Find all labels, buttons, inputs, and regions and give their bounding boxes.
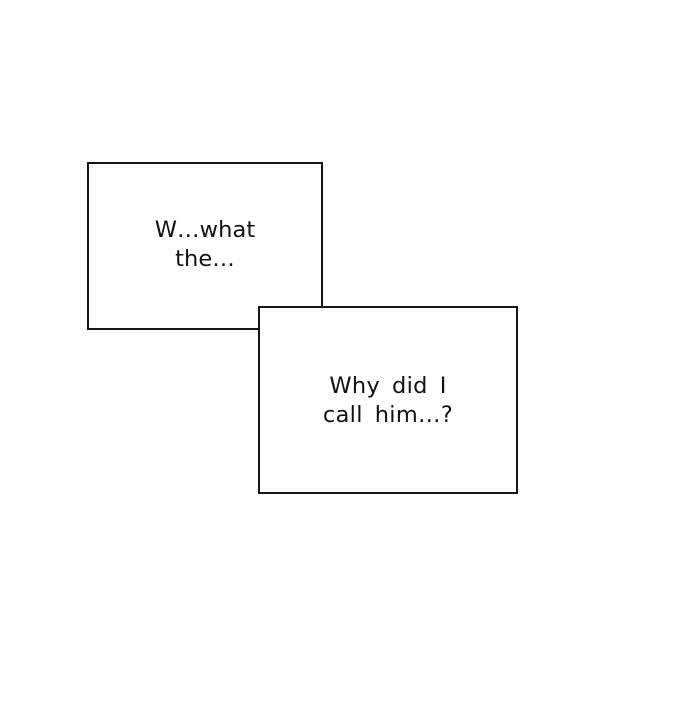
panel-1-dialogue-text: W…what the…	[154, 216, 256, 272]
comic-panel-lower-right: Why did I call him…?	[258, 306, 518, 494]
comic-panel-upper-left: W…what the…	[87, 162, 323, 330]
panel-2-dialogue-text: Why did I call him…?	[322, 372, 454, 428]
